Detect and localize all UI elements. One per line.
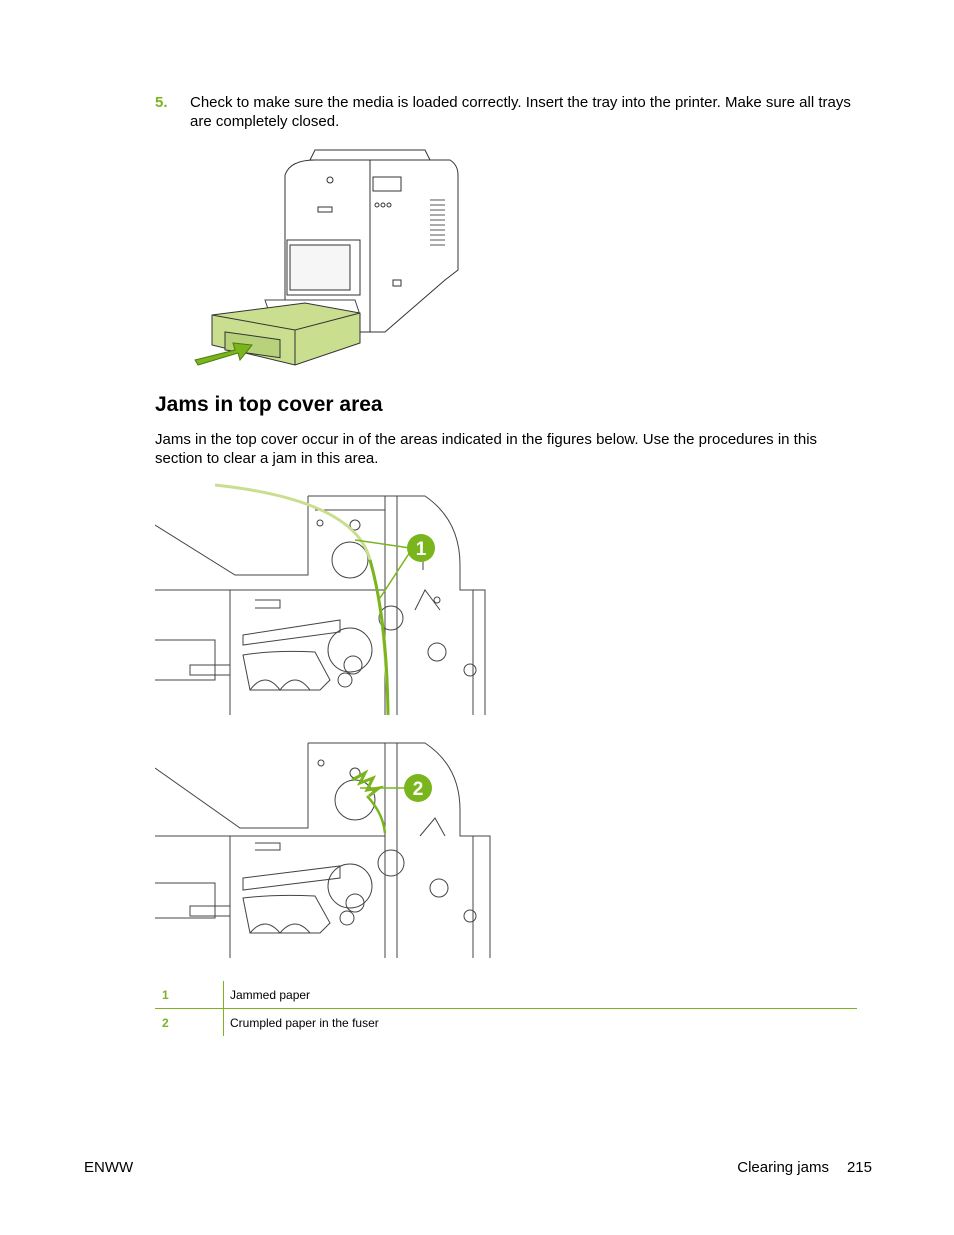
callout-2: 2 (413, 779, 424, 800)
top-cover-jam-diagram-1: 1 (155, 483, 486, 716)
callout-1: 1 (416, 539, 427, 560)
legend-label: Crumpled paper in the fuser (230, 1015, 379, 1030)
legend-row: 2 Crumpled paper in the fuser (155, 1008, 857, 1036)
callout-legend: 1 Jammed paper 2 Crumpled paper in the f… (155, 981, 857, 1036)
legend-number: 1 (155, 981, 224, 1009)
legend-label: Jammed paper (223, 981, 857, 1009)
legend-number: 2 (155, 1008, 224, 1036)
section-heading: Jams in top cover area (155, 393, 383, 416)
top-cover-jam-diagram-2: 2 (155, 742, 491, 958)
legend-row: 1 Jammed paper (155, 981, 857, 1009)
step-text: Check to make sure the media is loaded c… (190, 94, 851, 130)
footer-section: Clearing jams (737, 1159, 829, 1176)
footer-right: Clearing jams 215 (737, 1159, 872, 1176)
page-number: 215 (846, 1159, 872, 1176)
step-number: 5. (155, 94, 168, 111)
footer-left: ENWW (84, 1159, 134, 1176)
printer-tray-illustration (194, 149, 459, 366)
section-intro: Jams in the top cover occur in of the ar… (155, 431, 818, 467)
